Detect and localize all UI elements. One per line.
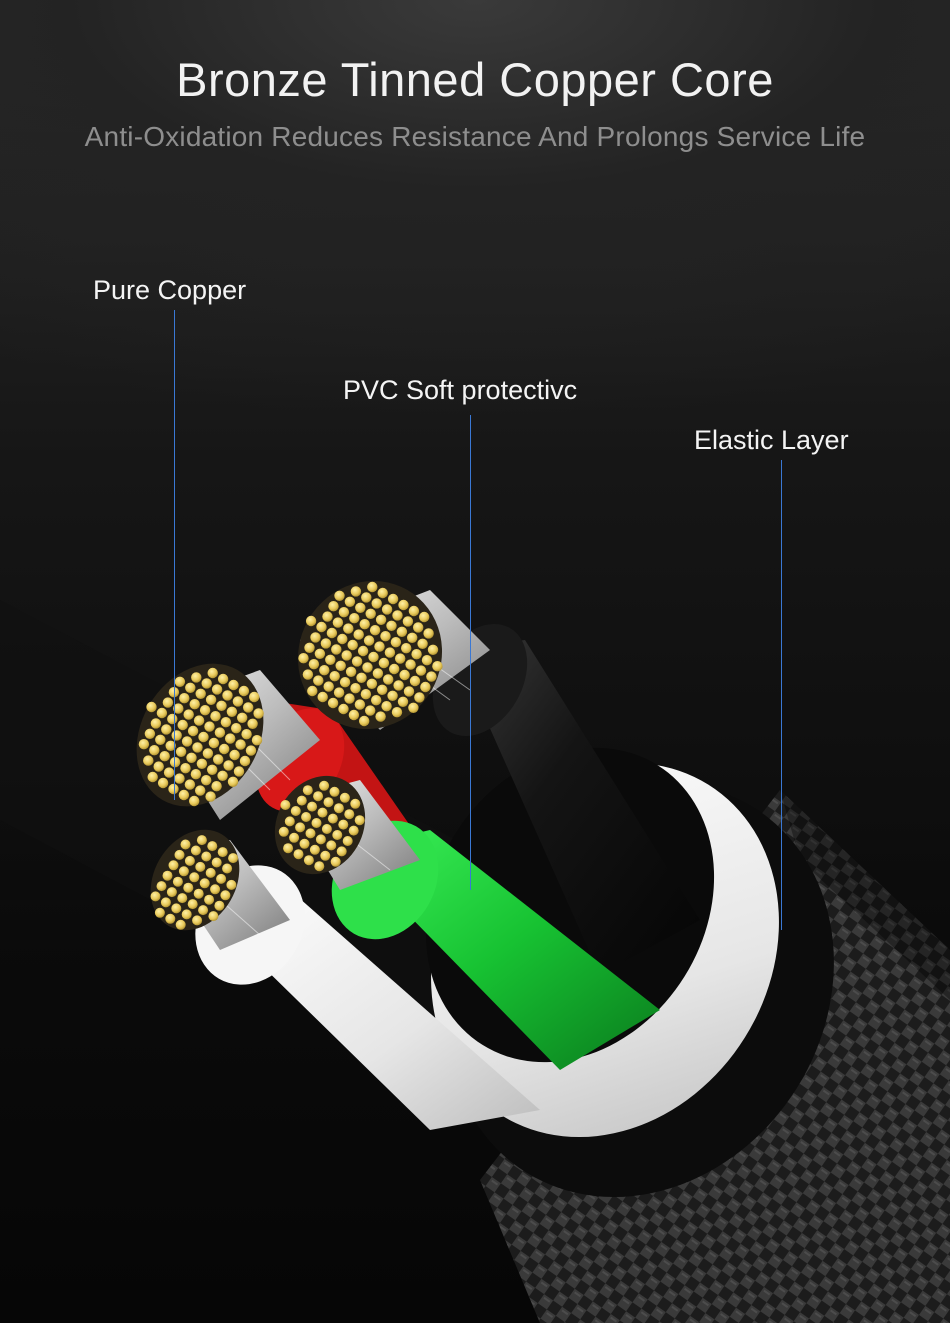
- copper-core-left: [136, 663, 264, 807]
- leader-line-elastic-layer: [781, 460, 782, 930]
- leader-line-pure-copper: [174, 310, 175, 800]
- copper-core-middle: [274, 775, 366, 875]
- page-title: Bronze Tinned Copper Core: [176, 53, 774, 106]
- copper-core-bottom: [150, 829, 240, 931]
- callout-elastic-layer: Elastic Layer: [694, 425, 849, 455]
- copper-core-top: [297, 580, 443, 730]
- callout-pvc-soft: PVC Soft protectivc: [343, 375, 578, 405]
- leader-line-pvc-soft: [470, 415, 471, 890]
- page-subtitle: Anti-Oxidation Reduces Resistance And Pr…: [84, 121, 866, 152]
- callout-pure-copper: Pure Copper: [93, 275, 247, 305]
